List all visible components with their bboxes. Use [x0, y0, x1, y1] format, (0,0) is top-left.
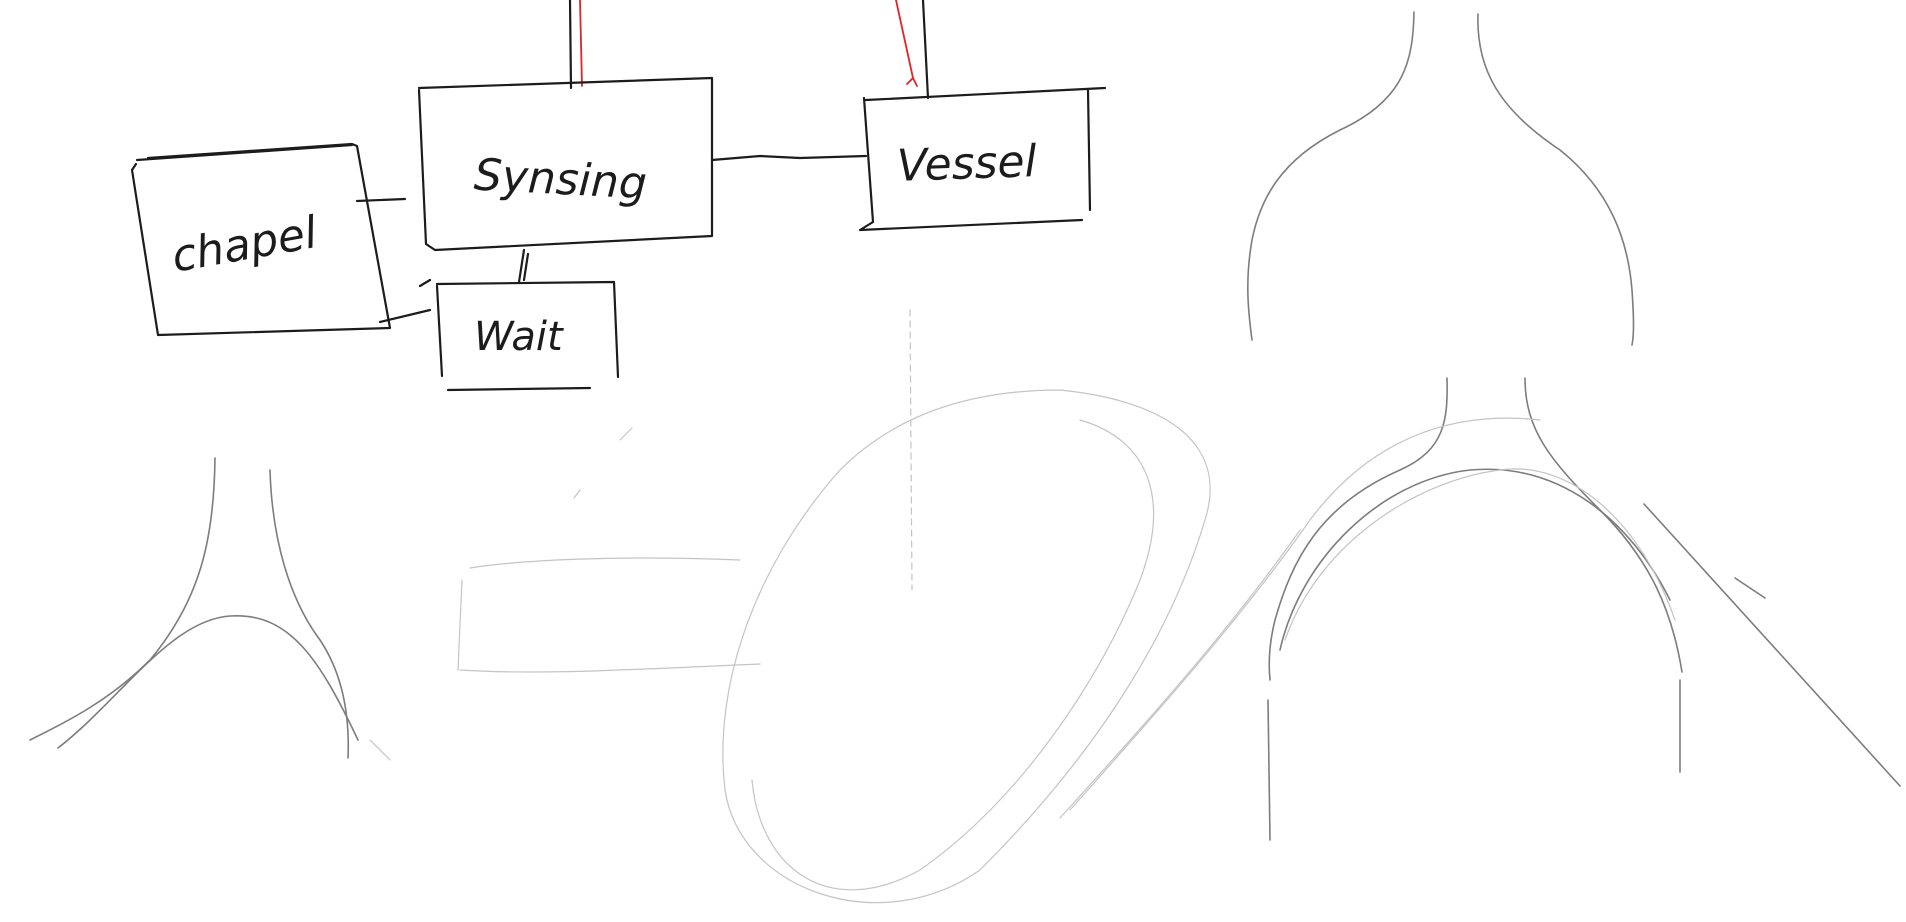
- pencil-sketch-vertical-guide: [909, 309, 913, 591]
- pencil-sketch-loop: [722, 389, 1211, 904]
- edge-synsing-wait: [517, 248, 530, 284]
- vessel-top-connector: [895, 0, 930, 100]
- node-synsing: Synsing: [417, 76, 714, 252]
- pencil-sketch-y-shape: [29, 457, 391, 761]
- synsing-top-connector: [568, 0, 583, 90]
- synsing-label: Synsing: [473, 150, 648, 210]
- synsing-box: [417, 76, 714, 252]
- vessel-box: [858, 86, 1107, 232]
- edge-chapel-wait: [378, 278, 432, 324]
- edge-synsing-vessel: [710, 154, 868, 162]
- chapel-label: chapel: [168, 207, 322, 283]
- pencil-sketch-horizontal-strokes: [457, 427, 761, 673]
- edge-chapel-synsing: [355, 197, 407, 203]
- vessel-label: Vessel: [896, 136, 1038, 192]
- node-vessel: Vessel: [858, 86, 1107, 232]
- pencil-sketch-arch: [1267, 377, 1901, 841]
- pencil-sketch-long-curve: [1059, 417, 1541, 819]
- node-wait: Wait: [435, 280, 620, 392]
- node-chapel: chapel: [130, 142, 392, 337]
- wait-box: [435, 280, 620, 392]
- wait-label: Wait: [474, 314, 564, 360]
- pencil-sketch-flask-top: [1247, 11, 1635, 346]
